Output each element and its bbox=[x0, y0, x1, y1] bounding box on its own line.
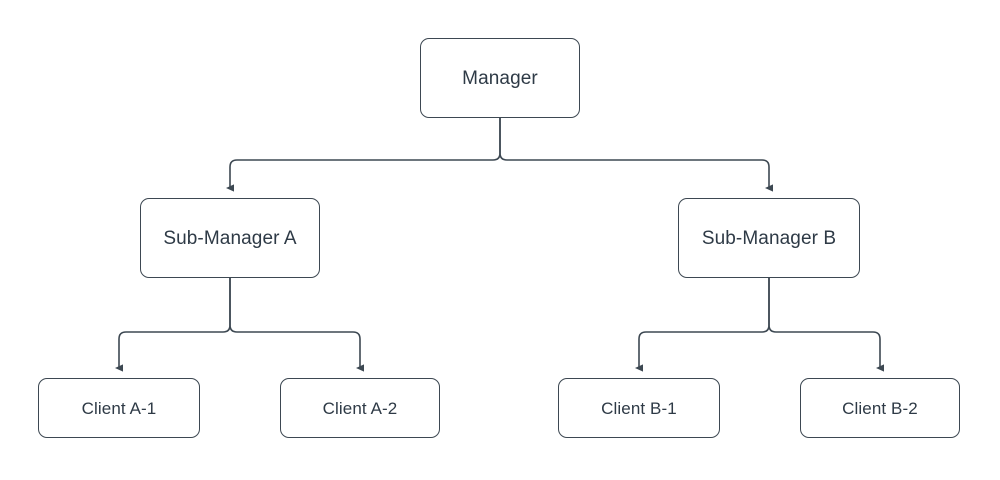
edge-sub-manager-b-to-client-b1 bbox=[635, 278, 770, 372]
edge-manager-to-sub-manager-b bbox=[499, 118, 774, 192]
node-client-b2[interactable]: Client B-2 bbox=[800, 378, 960, 438]
node-client-a1[interactable]: Client A-1 bbox=[38, 378, 200, 438]
edge-sub-manager-b-to-client-b2 bbox=[768, 278, 885, 372]
node-sub-manager-b-label: Sub-Manager B bbox=[701, 227, 837, 249]
node-client-a2-label: Client A-2 bbox=[322, 398, 398, 418]
node-client-b1[interactable]: Client B-1 bbox=[558, 378, 720, 438]
node-sub-manager-b[interactable]: Sub-Manager B bbox=[678, 198, 860, 278]
node-client-a2[interactable]: Client A-2 bbox=[280, 378, 440, 438]
node-client-a1-label: Client A-1 bbox=[81, 398, 157, 418]
node-manager[interactable]: Manager bbox=[420, 38, 580, 118]
node-manager-label: Manager bbox=[462, 67, 538, 89]
node-client-b1-label: Client B-1 bbox=[601, 398, 677, 418]
edge-manager-to-sub-manager-a bbox=[226, 118, 501, 192]
node-client-b2-label: Client B-2 bbox=[842, 398, 918, 418]
edge-sub-manager-a-to-client-a2 bbox=[229, 278, 365, 372]
node-sub-manager-a-label: Sub-Manager A bbox=[163, 227, 297, 249]
node-sub-manager-a[interactable]: Sub-Manager A bbox=[140, 198, 320, 278]
edge-sub-manager-a-to-client-a1 bbox=[115, 278, 231, 372]
